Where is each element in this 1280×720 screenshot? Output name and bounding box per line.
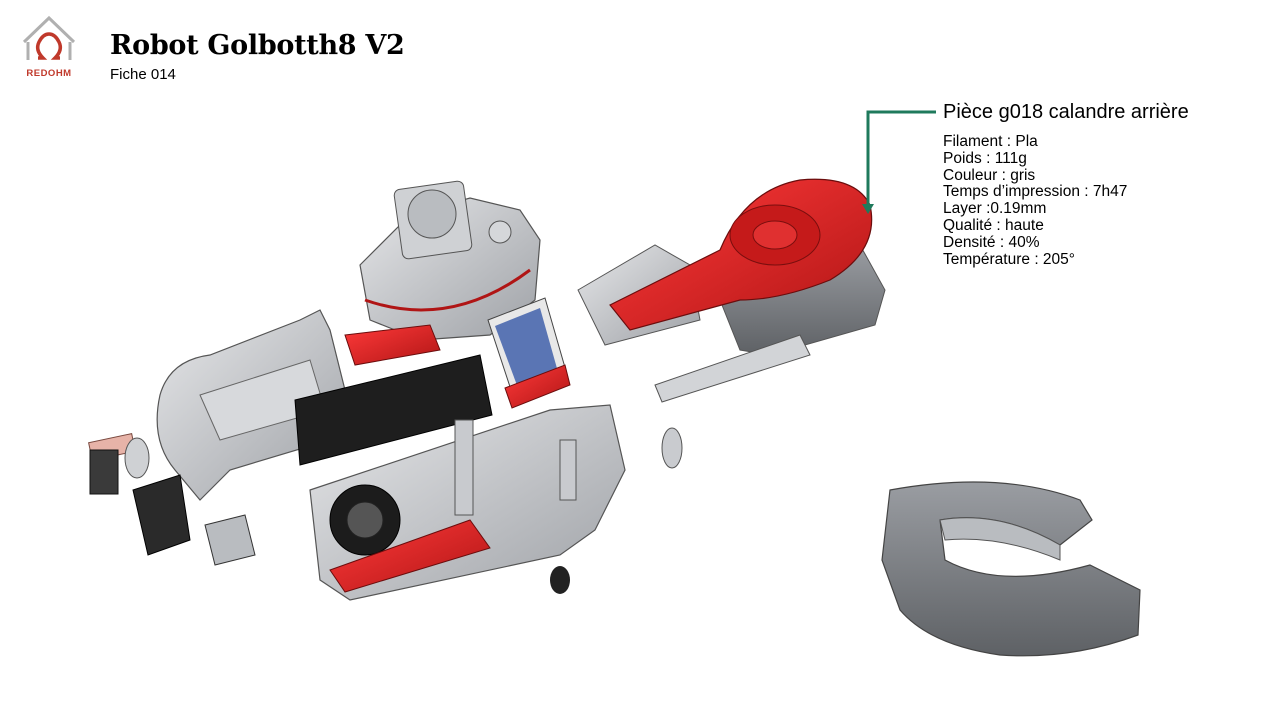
- base-plate-part: [309, 404, 626, 601]
- electronic-board: [487, 297, 571, 409]
- page-title: Robot Golbotth8 V2: [110, 30, 405, 61]
- small-wheel-part: [661, 427, 683, 469]
- left-body-shell: [156, 309, 493, 501]
- red-spine-part: [344, 324, 441, 366]
- page-subtitle: Fiche 014: [110, 66, 176, 83]
- part-specs-list: Filament : Pla Poids : 111g Couleur : gr…: [943, 133, 1128, 268]
- small-components: [88, 433, 256, 566]
- spec-print-time: Temps d’impression : 7h47: [943, 183, 1128, 201]
- gray-c-ring-part: [881, 481, 1141, 657]
- home-omega-icon: REDOHM: [22, 15, 76, 79]
- spec-weight: Poids : 111g: [943, 149, 1027, 167]
- robot-head-part: [359, 180, 541, 341]
- spec-quality: Qualité : haute: [943, 216, 1044, 234]
- spec-filament: Filament : Pla: [943, 133, 1038, 150]
- spec-density: Densité : 40%: [943, 233, 1040, 251]
- spec-layer: Layer :0.19mm: [943, 200, 1047, 218]
- redohm-logo: REDOHM: [18, 12, 80, 84]
- spec-color: Couleur : gris: [943, 166, 1036, 184]
- part-name: Pièce g018 calandre arrière: [943, 101, 1189, 123]
- part-g018-highlighted: [577, 178, 886, 403]
- spec-temperature: Température : 205°: [943, 250, 1075, 268]
- brand-label: REDOHM: [26, 68, 71, 79]
